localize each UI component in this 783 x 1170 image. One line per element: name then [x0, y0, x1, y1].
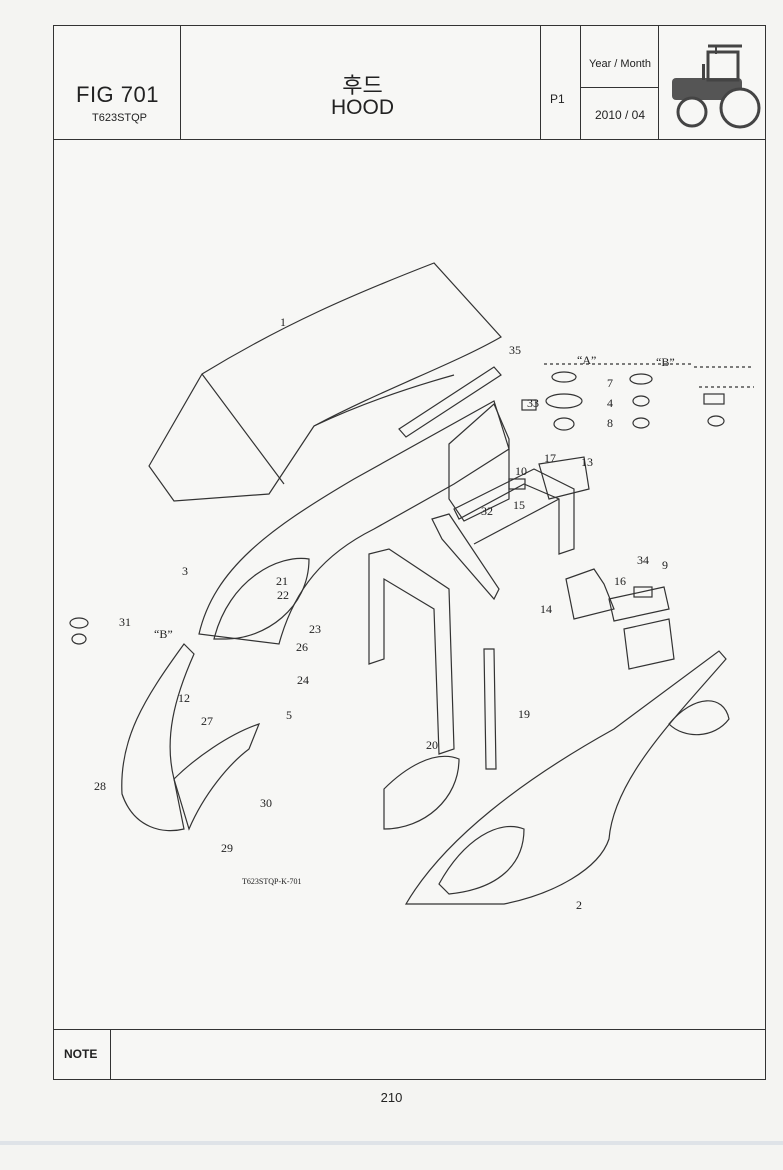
callout: 1 [280, 315, 286, 329]
note-box: NOTE [54, 1029, 765, 1080]
tractor-icon [672, 44, 761, 129]
callout: 30 [260, 796, 272, 810]
callout: 16 [614, 574, 626, 588]
callout: 21 [276, 574, 288, 588]
callout: 10 [515, 464, 527, 478]
callout: 29 [221, 841, 233, 855]
title-english: HOOD [331, 96, 394, 119]
callout: 22 [277, 588, 289, 602]
callout: 17 [544, 451, 556, 465]
callout: 3 [182, 564, 188, 578]
callout: 24 [297, 673, 309, 687]
callout: 19 [518, 707, 530, 721]
divider [110, 1030, 111, 1080]
year-month-label: Year / Month [589, 58, 651, 70]
callout: 27 [201, 714, 213, 728]
callout: 2 [576, 898, 582, 912]
callout: 31 [119, 615, 131, 629]
callout: 35 [509, 343, 521, 357]
page-code: P1 [550, 92, 565, 106]
hood-exploded-diagram: 1 2 3 4 5 7 8 9 10 12 13 14 15 16 17 19 … [69, 262, 754, 912]
callout: 7 [607, 376, 613, 390]
callout: 15 [513, 498, 525, 512]
year-month-value: 2010 / 04 [594, 108, 646, 122]
callout: 28 [94, 779, 106, 793]
divider [540, 26, 541, 139]
title-korean: 후드 [342, 73, 383, 98]
page-number: 210 [380, 1090, 403, 1105]
drawing-code: T623STQP-K-701 [242, 877, 302, 886]
scan-artifact [0, 1141, 783, 1145]
callout: 33 [527, 396, 539, 410]
callout: 32 [481, 504, 493, 518]
drawing-sheet: FIG 701 T623STQP 후드 HOOD P1 Year / Month… [53, 25, 766, 1080]
callout: 14 [540, 602, 552, 616]
callout: 8 [607, 416, 613, 430]
callout: 5 [286, 708, 292, 722]
callout: 4 [607, 396, 613, 410]
callout: 23 [309, 622, 321, 636]
divider [658, 26, 659, 139]
callout: 34 [637, 553, 649, 567]
divider [180, 26, 181, 139]
title-block: FIG 701 T623STQP 후드 HOOD P1 Year / Month… [54, 26, 765, 140]
callout: 13 [581, 455, 593, 469]
callout: 26 [296, 640, 308, 654]
callout: 20 [426, 738, 438, 752]
figure-number: FIG 701 [76, 82, 159, 107]
detail-label: “B” [656, 355, 675, 369]
detail-label: “A” [577, 353, 596, 367]
detail-label: “B” [154, 627, 173, 641]
callout: 9 [662, 558, 668, 572]
note-label: NOTE [64, 1047, 98, 1061]
divider [581, 87, 659, 88]
divider [580, 26, 581, 139]
model-code: T623STQP [92, 112, 148, 124]
callout: 12 [178, 691, 190, 705]
